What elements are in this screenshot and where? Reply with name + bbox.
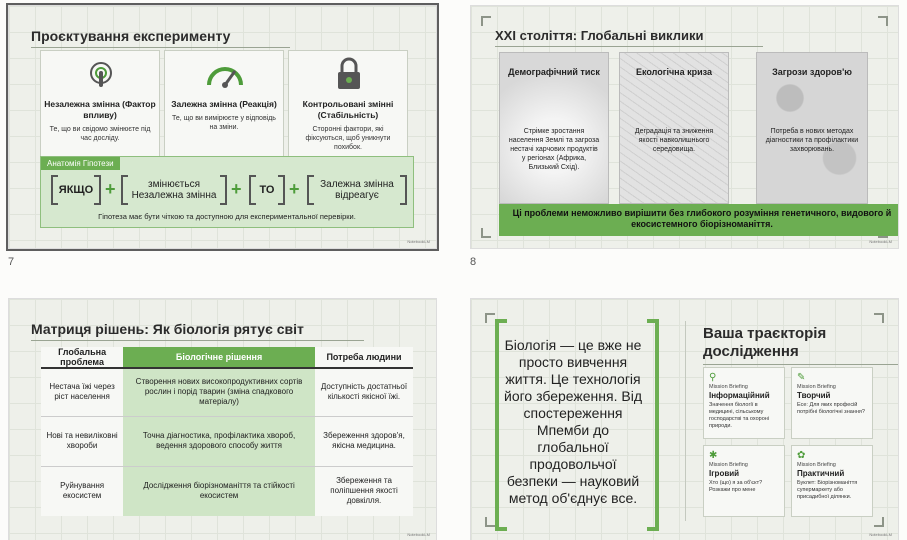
leaf-icon: ✿ bbox=[797, 450, 806, 461]
puzzle-icon: ✱ bbox=[709, 450, 718, 461]
corner-mark bbox=[874, 517, 884, 527]
closing-quote: Біологія — це вже не просто вивчення жит… bbox=[504, 337, 642, 506]
quote-bracket-left bbox=[495, 319, 507, 531]
slide-thumbnail-7[interactable]: Проєктування експерименту Незалежна змін… bbox=[6, 3, 439, 251]
slide-number-7: 7 bbox=[8, 256, 15, 268]
table-cell: Нестача їжі через ріст населення bbox=[41, 367, 124, 416]
corner-mark bbox=[481, 228, 491, 238]
summary-band: Ці проблеми неможливо вирішити без глибо… bbox=[499, 204, 898, 236]
mission-kicker: Mission Briefing bbox=[709, 462, 748, 468]
challenge-demographic: Демографічний тиск Стрімке зростання нас… bbox=[499, 52, 609, 204]
table-cell: Руйнування екосистем bbox=[41, 465, 124, 516]
formula-independent: змінюється Незалежна змінна bbox=[121, 175, 227, 205]
mission-card-practical[interactable]: ✿ Mission Briefing Практичний Буклет: Бі… bbox=[791, 445, 873, 517]
variable-card-independent: Незалежна змінна (Фактор впливу) Те, що … bbox=[40, 50, 160, 158]
lock-icon bbox=[338, 57, 360, 89]
notebooklm-logo: NotebookLM bbox=[407, 239, 430, 244]
mission-desc: Значення біології в медицині, сільському… bbox=[709, 402, 770, 429]
mission-name: Ігровий bbox=[709, 469, 740, 478]
table-cell: Дослідження біорізноманіття та стійкості… bbox=[123, 465, 315, 516]
gauge-icon bbox=[207, 67, 243, 88]
column-header: Потреба людини bbox=[314, 347, 413, 369]
card-title: Незалежна змінна (Фактор впливу) bbox=[44, 99, 156, 120]
mission-kicker: Mission Briefing bbox=[709, 384, 748, 390]
formula-dependent: Залежна змінна відреагує bbox=[307, 175, 407, 205]
column-header: Глобальна проблема bbox=[41, 347, 124, 369]
mission-desc: Хто (що) я за об'єкт? Розкажи про мене bbox=[709, 480, 763, 493]
slide-thumbnail-10[interactable]: Біологія — це вже не просто вивчення жит… bbox=[470, 298, 899, 540]
slide-title: Проєктування експерименту bbox=[31, 28, 292, 48]
hypothesis-note: Гіпотеза має бути чіткою та доступною дл… bbox=[98, 212, 356, 221]
variable-card-controlled: Контрольовані змінні (Стабільність) Стор… bbox=[288, 50, 408, 158]
column-header: Біологічне рішення bbox=[123, 347, 315, 369]
corner-mark bbox=[485, 313, 495, 323]
corner-mark bbox=[481, 16, 491, 26]
plus-icon: + bbox=[289, 179, 300, 199]
plus-icon: + bbox=[105, 179, 116, 199]
slide-number-8: 8 bbox=[470, 256, 477, 268]
mission-desc: Есе: Для яких професій потрібні біологіч… bbox=[797, 402, 865, 415]
table-row: Руйнування екосистем Дослідження біорізн… bbox=[41, 465, 413, 516]
anatomy-label: Анатомія Гіпотези bbox=[41, 157, 120, 170]
column-desc: Потреба в нових методах діагностики та п… bbox=[765, 128, 859, 153]
slide-title: XXI століття: Глобальні виклики bbox=[495, 28, 765, 47]
card-title: Залежна змінна (Реакція) bbox=[171, 99, 277, 109]
notebooklm-logo: NotebookLM bbox=[869, 532, 892, 537]
notebooklm-logo: NotebookLM bbox=[407, 532, 430, 537]
column-head: Демографічний тиск bbox=[508, 67, 600, 77]
mission-name: Інформаційний bbox=[709, 391, 770, 400]
column-desc: Стрімке зростання населення Землі та заг… bbox=[508, 128, 600, 171]
mission-desc: Буклет: Біорізноманіття супермаркету або… bbox=[797, 480, 858, 500]
slide-title: Матриця рішень: Як біологія рятує світ bbox=[31, 321, 364, 341]
table-row: Нові та невиліковні хвороби Точна діагно… bbox=[41, 415, 413, 466]
slide-thumbnail-9[interactable]: Матриця рішень: Як біологія рятує світ Г… bbox=[8, 298, 437, 540]
mission-card-game[interactable]: ✱ Mission Briefing Ігровий Хто (що) я за… bbox=[703, 445, 785, 517]
table-cell: Доступність достатньої кількості якісної… bbox=[314, 367, 413, 416]
card-desc: Те, що ви вимірюєте у відповідь на зміни… bbox=[172, 115, 276, 131]
formula-then: ТО bbox=[249, 175, 285, 205]
decision-matrix: Глобальна проблема Біологічне рішення По… bbox=[41, 347, 413, 516]
slide-title: Ваша траєкторія дослідження bbox=[703, 325, 898, 365]
formula-if: ЯКЩО bbox=[51, 175, 101, 205]
quote-bracket-right bbox=[647, 319, 659, 531]
corner-mark bbox=[878, 16, 888, 26]
table-cell: Точна діагностика, профілактика хвороб, … bbox=[123, 415, 315, 466]
mission-name: Творчий bbox=[797, 391, 831, 400]
corner-mark bbox=[874, 313, 884, 323]
card-desc: Сторонні фактори, які фіксуються, щоб ун… bbox=[305, 126, 391, 151]
table-cell: Збереження здоров'я, якісна медицина. bbox=[314, 415, 413, 466]
corner-mark bbox=[485, 517, 495, 527]
card-desc: Те, що ви свідомо змінюєте під час дослі… bbox=[49, 126, 151, 142]
challenge-health: Загрози здоров'ю Потреба в нових методах… bbox=[756, 52, 868, 204]
challenge-ecology: Екологічна криза Деградація та зниження … bbox=[619, 52, 729, 204]
hand-touch-icon bbox=[90, 62, 112, 87]
pencil-icon: ✎ bbox=[797, 372, 806, 383]
table-row: Нестача їжі через ріст населення Створен… bbox=[41, 367, 413, 416]
variable-card-dependent: Залежна змінна (Реакція) Те, що ви вимір… bbox=[164, 50, 284, 158]
column-head: Загрози здоров'ю bbox=[772, 67, 852, 77]
card-title: Контрольовані змінні (Стабільність) bbox=[302, 99, 394, 120]
notebooklm-logo: NotebookLM bbox=[869, 239, 892, 244]
table-cell: Нові та невиліковні хвороби bbox=[41, 415, 124, 466]
mission-kicker: Mission Briefing bbox=[797, 462, 836, 468]
slide-thumbnail-8[interactable]: XXI століття: Глобальні виклики Демограф… bbox=[470, 5, 899, 249]
column-desc: Деградація та зниження якості навколишнь… bbox=[634, 128, 714, 153]
mission-card-creative[interactable]: ✎ Mission Briefing Творчий Есе: Для яких… bbox=[791, 367, 873, 439]
mission-kicker: Mission Briefing bbox=[797, 384, 836, 390]
mission-card-informational[interactable]: ⚲ Mission Briefing Інформаційний Значенн… bbox=[703, 367, 785, 439]
table-cell: Збереження та поліпшення якості довкілля… bbox=[314, 465, 413, 516]
vertical-divider bbox=[685, 321, 686, 521]
search-icon: ⚲ bbox=[709, 372, 717, 383]
column-head: Екологічна криза bbox=[635, 67, 713, 77]
table-cell: Створення нових високопродуктивних сорті… bbox=[123, 367, 315, 416]
plus-icon: + bbox=[231, 179, 242, 199]
hypothesis-anatomy: Анатомія Гіпотези ЯКЩО + змінюється Неза… bbox=[40, 156, 414, 228]
mission-name: Практичний bbox=[797, 469, 845, 478]
